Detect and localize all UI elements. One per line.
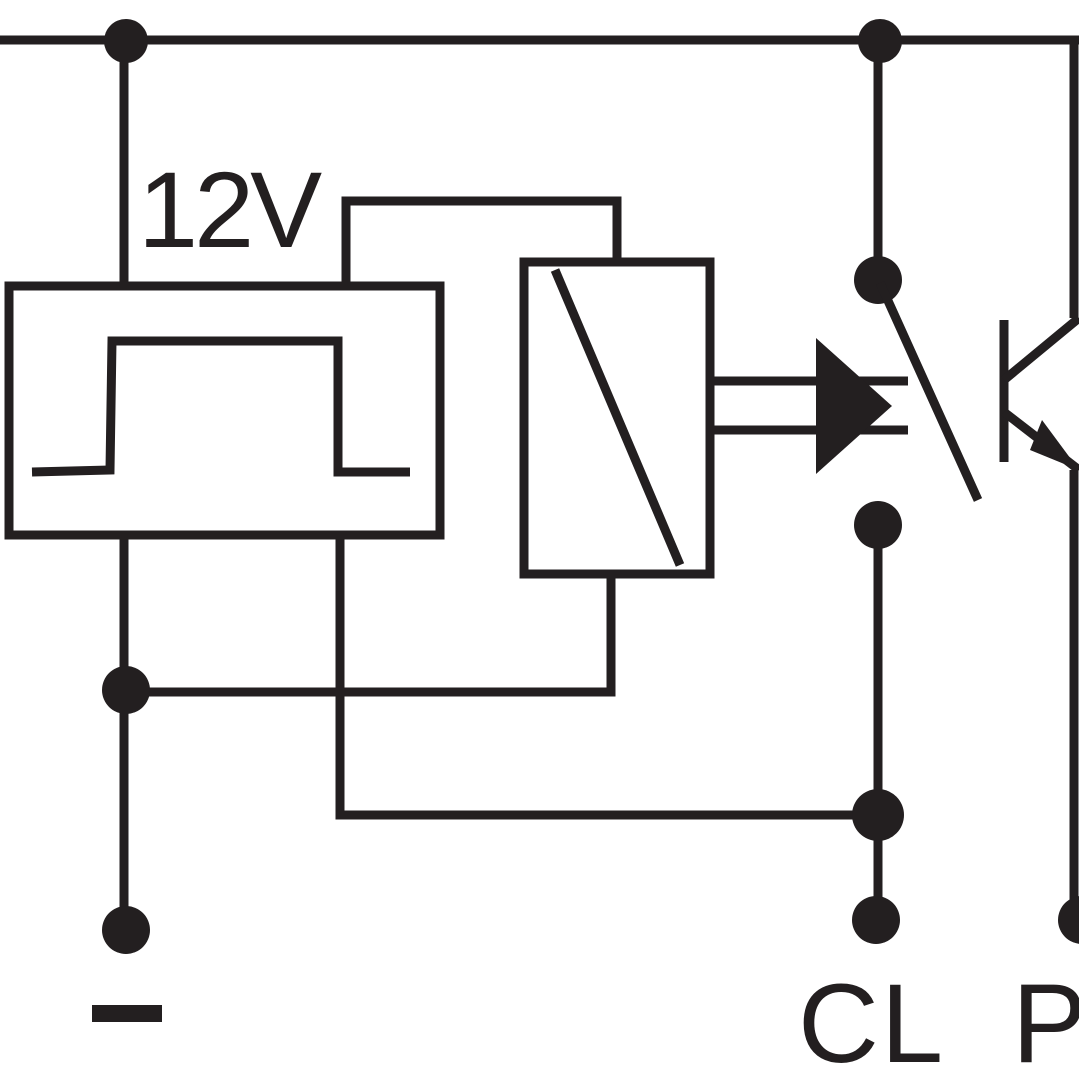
- relay-actuation-arrow: [816, 338, 892, 474]
- timer-output-wire: [335, 535, 878, 820]
- transistor-emitter-arrow: [1030, 420, 1079, 470]
- terminal-p-label: P: [1012, 961, 1079, 1079]
- cl-terminal-dot: [852, 896, 900, 944]
- transistor-collector: [1001, 314, 1079, 384]
- p-terminal-dot: [1058, 896, 1079, 944]
- relay-coil-diagonal: [550, 268, 685, 567]
- contact-fixed-terminal: [854, 256, 902, 304]
- timer-to-coil-wire: [341, 196, 622, 286]
- timer-module-box: [4, 281, 445, 540]
- coil-return-wire: [126, 574, 616, 697]
- supply-voltage-label: 12V: [138, 149, 322, 270]
- negative-terminal-dot: [102, 906, 150, 954]
- cl-junction: [852, 789, 904, 841]
- negative-terminal-sign: [92, 1005, 162, 1022]
- negative-junction: [102, 666, 150, 714]
- pulse-waveform-symbol: [31, 336, 410, 477]
- contact-blade: [875, 281, 983, 502]
- terminal-cl-label: CL: [798, 961, 945, 1079]
